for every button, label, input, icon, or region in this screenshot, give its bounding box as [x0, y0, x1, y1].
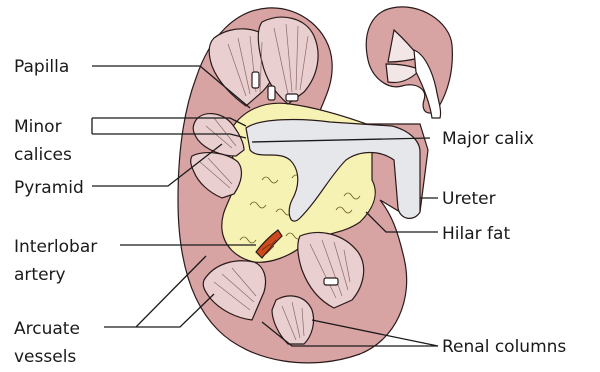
label-papilla: Papilla [14, 57, 69, 77]
inset-kidney-icon [366, 7, 452, 118]
label-pyramid: Pyramid [14, 178, 84, 198]
label-renal-columns: Renal columns [442, 337, 566, 357]
label-major-calix: Major calix [442, 129, 534, 149]
label-calices: calices [14, 145, 72, 165]
label-artery: artery [14, 265, 66, 285]
label-hilar-fat: Hilar fat [442, 224, 510, 244]
label-interlobar: Interlobar [14, 237, 97, 257]
label-vessels: vessels [14, 347, 76, 367]
label-minor: Minor [14, 117, 62, 137]
label-ureter: Ureter [442, 189, 496, 209]
label-arcuate: Arcuate [14, 319, 80, 339]
